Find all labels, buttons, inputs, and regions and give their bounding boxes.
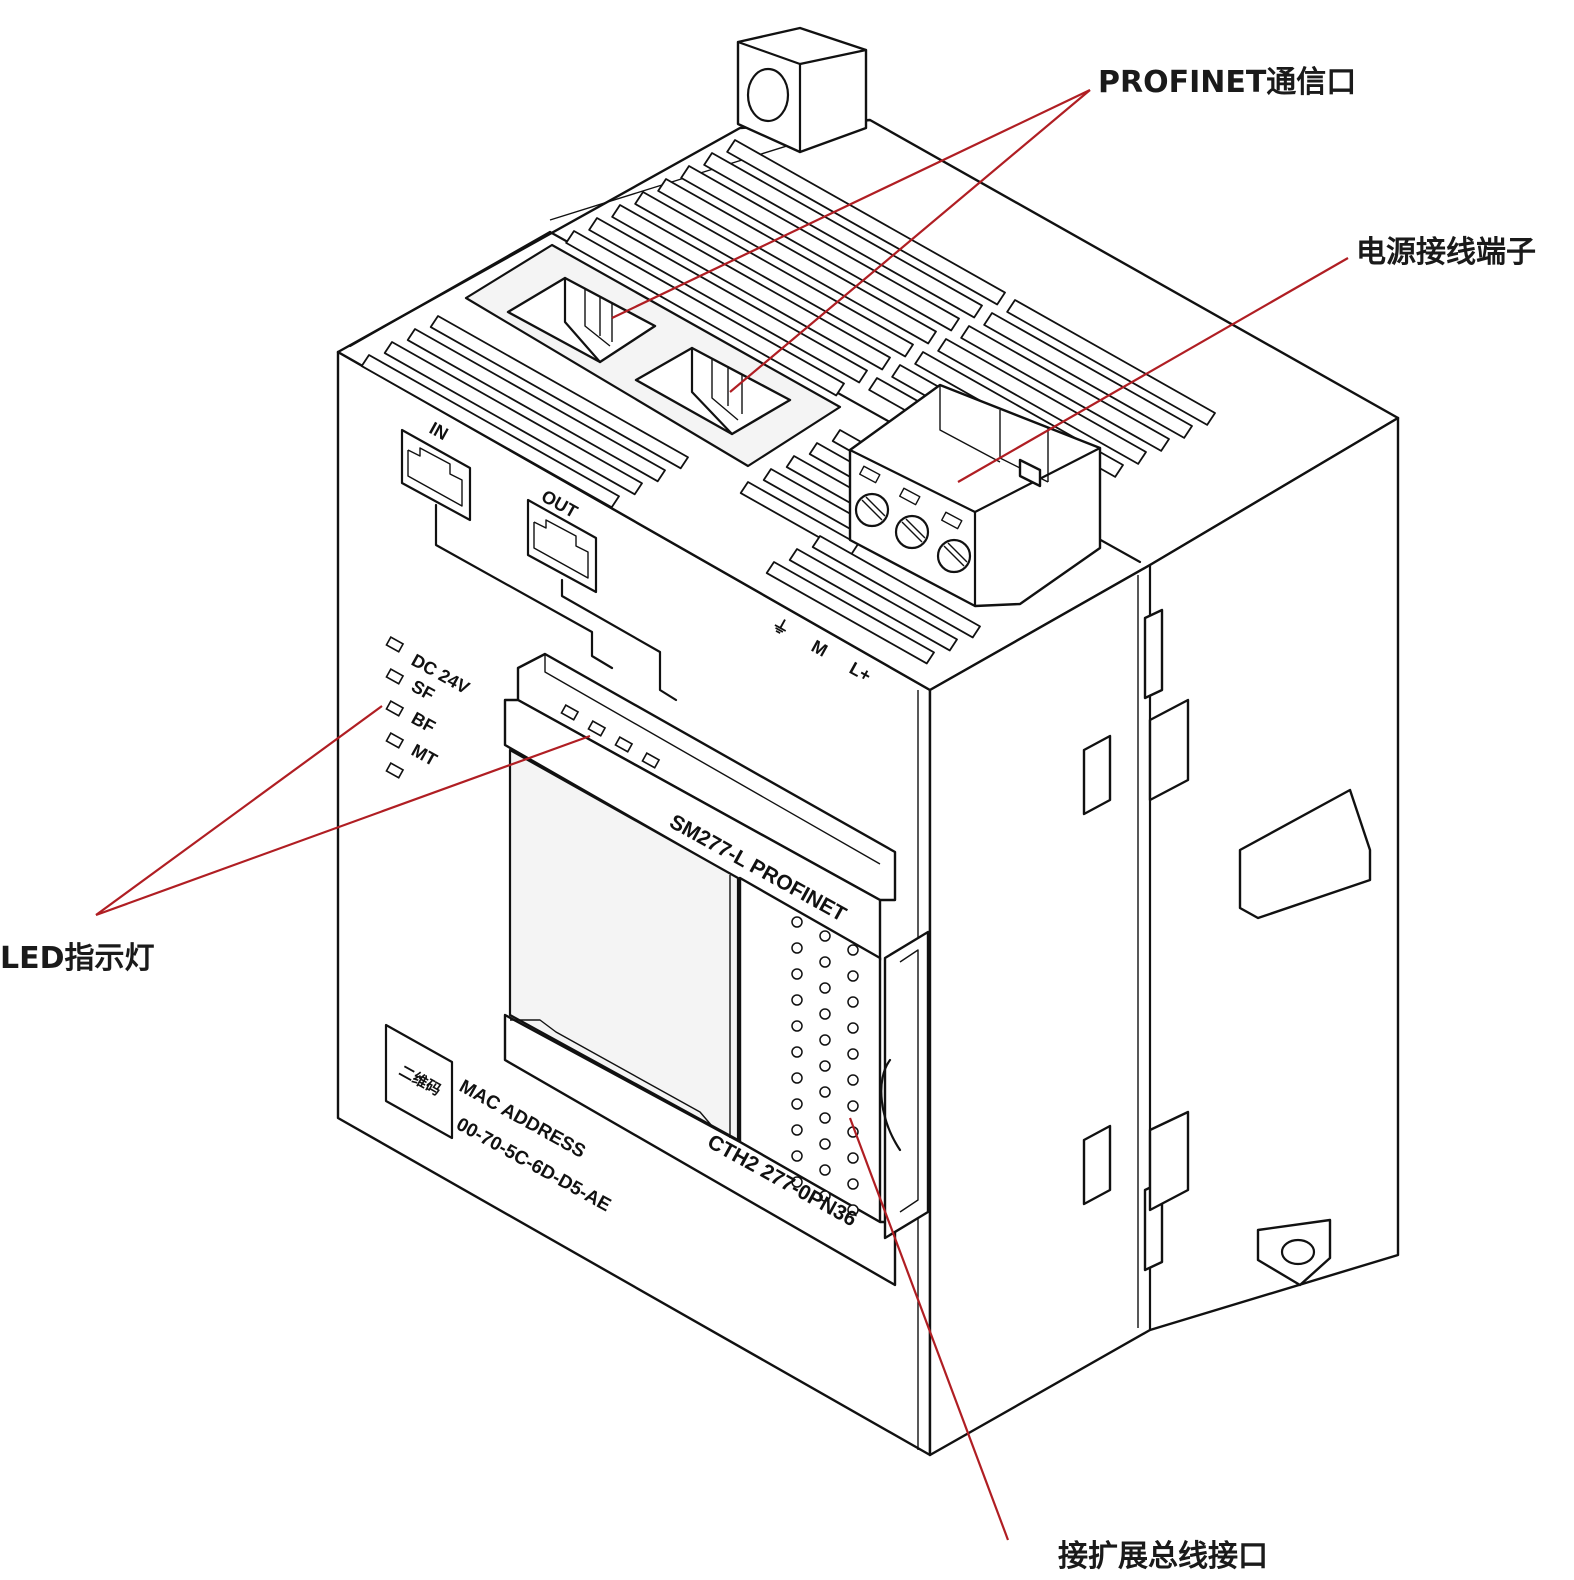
vent-slot — [960, 325, 1170, 452]
bus-pin — [847, 970, 859, 982]
module-led — [560, 704, 580, 721]
bus-pin — [791, 1046, 803, 1058]
bus-pin — [819, 930, 831, 942]
vent-slot — [983, 312, 1193, 439]
top-mounting-lug — [736, 26, 868, 154]
leader-led-module — [95, 734, 591, 917]
bus-pin — [791, 1150, 803, 1162]
leader-expansion-bus — [848, 1117, 1010, 1541]
front-led — [385, 700, 405, 717]
vent-slot — [611, 204, 891, 371]
front-led — [385, 732, 405, 749]
leader-power — [957, 257, 1349, 483]
callout-power-terminal: 电源接线端子 — [1356, 235, 1536, 270]
vent-slot — [657, 178, 937, 345]
callout-expansion-bus: 接扩展总线接口 — [1058, 1539, 1268, 1574]
leader-led-front — [95, 705, 383, 916]
ethernet-port-out-socket — [634, 346, 792, 436]
bus-pin — [847, 1074, 859, 1086]
module-side-latch — [883, 930, 930, 1240]
bus-pin — [847, 944, 859, 956]
vent-slot — [765, 561, 935, 665]
side-clips — [1082, 608, 1372, 1287]
power-terminal-block — [848, 383, 1102, 608]
bus-pin — [847, 1100, 859, 1112]
terminal-screw-1 — [854, 465, 890, 528]
bus-pin — [819, 956, 831, 968]
bus-pin — [847, 1152, 859, 1164]
bus-pin — [819, 1034, 831, 1046]
front-led — [385, 762, 405, 779]
bus-pin — [819, 1190, 831, 1202]
bus-pin — [819, 1086, 831, 1098]
module-led-row — [560, 704, 661, 769]
vent-slot — [811, 535, 981, 639]
leader-profinet-out — [729, 89, 1091, 393]
bus-pin — [791, 916, 803, 928]
ethernet-port-in-socket — [506, 276, 657, 364]
module-led — [587, 720, 607, 737]
callout-led-indicator: LED指示灯 — [0, 941, 155, 976]
vent-slot — [1006, 299, 1216, 426]
vent-slot — [634, 191, 914, 358]
vent-slot — [406, 328, 666, 483]
bus-pin — [847, 1204, 859, 1216]
front-led — [385, 636, 405, 653]
vent-slot — [383, 341, 643, 496]
vent-slot — [788, 548, 958, 652]
module-led — [614, 736, 634, 753]
terminal-screw-3 — [936, 511, 972, 574]
bus-pin — [791, 1020, 803, 1032]
front-led — [385, 668, 405, 685]
callout-profinet-port: PROFINET通信口 — [1098, 65, 1356, 100]
front-port-in-icon — [400, 428, 472, 522]
vent-slot — [726, 139, 1006, 306]
bus-pin — [791, 1072, 803, 1084]
bus-pin — [791, 994, 803, 1006]
vent-slot — [680, 165, 960, 332]
bus-pin — [819, 1112, 831, 1124]
bus-pin — [819, 1138, 831, 1150]
front-port-out-icon — [526, 498, 598, 594]
vent-slot — [429, 315, 689, 470]
bus-pin — [791, 968, 803, 980]
bus-pin — [791, 1176, 803, 1188]
vent-slot — [360, 354, 620, 509]
leader-profinet-in — [611, 89, 1091, 319]
expansion-module — [503, 652, 930, 1287]
bus-pin — [847, 1022, 859, 1034]
vent-slot — [937, 338, 1147, 465]
bus-pin — [847, 1048, 859, 1060]
bus-pin — [819, 1164, 831, 1176]
bus-pin — [791, 942, 803, 954]
bus-pin — [791, 1124, 803, 1136]
leader-lines — [95, 89, 1349, 1541]
module-led — [641, 752, 661, 769]
bus-pin — [847, 1178, 859, 1190]
vent-slot — [588, 217, 868, 384]
top-ethernet-ports — [464, 243, 842, 468]
front-led-column — [385, 636, 405, 779]
expansion-bus-pins — [791, 916, 859, 1216]
module-header-bar — [503, 698, 882, 962]
terminal-screw-2 — [894, 487, 930, 550]
bus-pin — [847, 996, 859, 1008]
bus-pin — [819, 982, 831, 994]
bus-pin — [819, 1060, 831, 1072]
bus-pin — [819, 1008, 831, 1020]
bus-pin — [791, 1098, 803, 1110]
